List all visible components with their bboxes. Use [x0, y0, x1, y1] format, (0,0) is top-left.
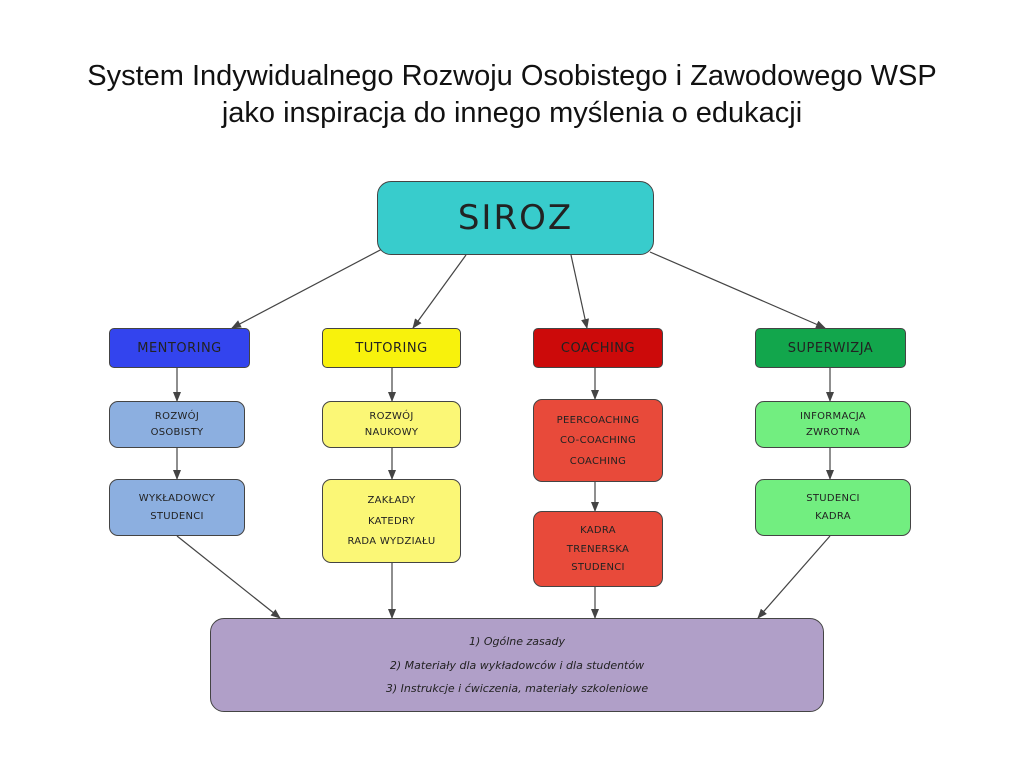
tutoring-participants-node: ZAKŁADY KATEDRY RADA WYDZIAŁU [322, 479, 461, 563]
coaching-box2-line: STUDENCI [571, 562, 625, 574]
coaching-types-node: PEERCOACHING CO-COACHING COACHING [533, 399, 663, 482]
resources-node: 1) Ogólne zasady 2) Materiały dla wykład… [210, 618, 824, 712]
coaching-participants-node: KADRA TRENERSKA STUDENCI [533, 511, 663, 587]
superwizja-box1-line: INFORMACJA [800, 411, 866, 423]
tutoring-box1-line: ROZWÓJ [369, 411, 414, 423]
mentoring-box2-line: WYKŁADOWCY [138, 492, 216, 504]
tutoring-box2-line: KATEDRY [367, 515, 416, 527]
mentoring-box2-line: STUDENCI [150, 511, 204, 523]
mentoring-development-node: ROZWÓJ OSOBISTY [109, 401, 245, 448]
mentoring-box1-line: ROZWÓJ [154, 411, 200, 423]
connector-mentoring-bottom [176, 535, 281, 619]
superwizja-participants-node: STUDENCI KADRA [755, 479, 911, 536]
tutoring-box2-line: ZAKŁADY [367, 494, 416, 506]
connector-superwizja-bottom [757, 535, 831, 619]
superwizja-feedback-node: INFORMACJA ZWROTNA [755, 401, 911, 448]
connector-root-coaching [570, 254, 589, 329]
tutoring-box2-line: RADA WYDZIAŁU [347, 536, 436, 548]
mentoring-box1-line: OSOBISTY [150, 426, 204, 438]
resource-item: 2) Materiały dla wykładowców i dla stude… [389, 658, 645, 672]
coaching-box2-line: KADRA [580, 524, 616, 536]
connector-root-mentoring [231, 247, 385, 329]
title-line-2: jako inspiracja do innego myślenia o edu… [221, 97, 803, 129]
coaching-box1-line: COACHING [569, 455, 627, 467]
coaching-box1-line: CO-COACHING [559, 435, 637, 446]
coaching-box1-line: PEERCOACHING [556, 414, 640, 426]
coaching-box2-line: TRENERSKA [566, 543, 630, 555]
tutoring-node: TUTORING [322, 328, 461, 368]
connector-root-superwizja [649, 251, 826, 329]
superwizja-box1-line: ZWROTNA [805, 426, 861, 438]
tutoring-label: TUTORING [355, 340, 428, 356]
mentoring-node: MENTORING [109, 328, 250, 368]
siroz-label: SIROZ [457, 198, 574, 238]
coaching-label: COACHING [560, 340, 636, 356]
page-title: System Indywidualnego Rozwoju Osobistego… [0, 58, 1024, 132]
title-line-1: System Indywidualnego Rozwoju Osobistego… [87, 60, 937, 92]
superwizja-box2-line: STUDENCI [806, 492, 860, 504]
superwizja-node: SUPERWIZJA [755, 328, 906, 368]
tutoring-development-node: ROZWÓJ NAUKOWY [322, 401, 461, 448]
resource-item: 1) Ogólne zasady [469, 635, 565, 649]
superwizja-label: SUPERWIZJA [787, 340, 874, 356]
mentoring-participants-node: WYKŁADOWCY STUDENCI [109, 479, 245, 536]
coaching-node: COACHING [533, 328, 663, 368]
superwizja-box2-line: KADRA [815, 511, 851, 523]
tutoring-box1-line: NAUKOWY [364, 426, 419, 438]
siroz-root-node: SIROZ [377, 181, 654, 255]
resource-item: 3) Instrukcje i ćwiczenia, materiały szk… [385, 681, 649, 695]
connector-root-tutoring [412, 254, 467, 329]
mentoring-label: MENTORING [137, 340, 222, 356]
